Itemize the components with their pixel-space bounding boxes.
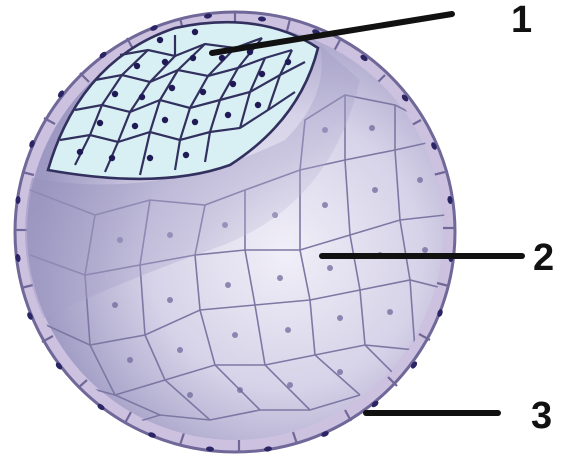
callout-label-2: 2 <box>533 237 554 279</box>
callout-label-3: 3 <box>531 395 552 437</box>
callout-label-1: 1 <box>511 0 532 41</box>
